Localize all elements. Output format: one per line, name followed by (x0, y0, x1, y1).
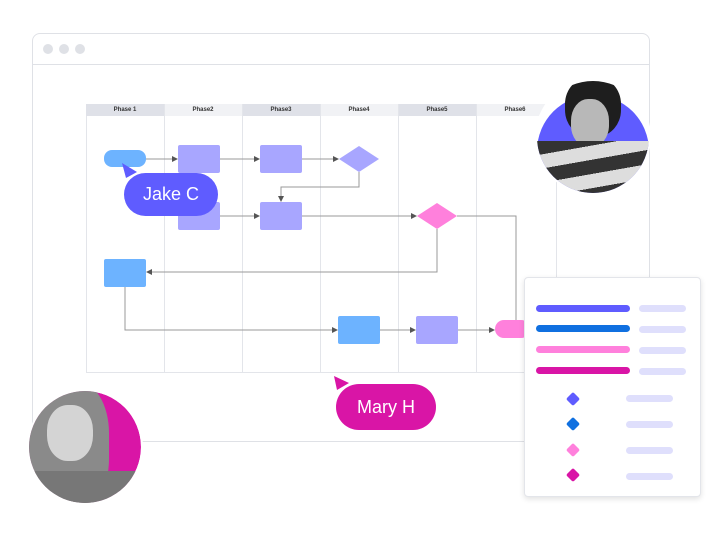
legend-line-blue (536, 325, 630, 332)
legend-placeholder (639, 347, 686, 354)
lane-divider (476, 104, 477, 372)
phase-header[interactable]: Phase 1 (86, 104, 164, 116)
collaborator-label-jake: Jake C (124, 173, 218, 216)
process-box (260, 145, 302, 173)
window-dot (75, 44, 85, 54)
jake-cursor-icon (122, 163, 137, 178)
legend-placeholder (639, 305, 686, 312)
collaborator-label-mary: Mary H (336, 384, 436, 430)
lane-divider (242, 104, 243, 372)
window-titlebar (33, 34, 649, 65)
legend-diamond-icon (565, 391, 581, 407)
legend-placeholder (626, 447, 673, 454)
window-dot (59, 44, 69, 54)
phase-header[interactable]: Phase6 (476, 104, 554, 116)
end-terminator (495, 320, 530, 338)
legend-line-purple (536, 305, 630, 312)
process-box (104, 259, 146, 287)
window-dot (43, 44, 53, 54)
swimlane-diagram (86, 104, 557, 373)
phase-header[interactable]: Phase5 (398, 104, 476, 116)
legend-diamond-icon (565, 467, 581, 483)
legend-line-pink (536, 346, 630, 353)
phase-header[interactable]: Phase2 (164, 104, 242, 116)
decision-diamond (339, 146, 379, 172)
mary-cursor-icon (334, 376, 349, 390)
avatar (535, 79, 651, 195)
legend-placeholder (626, 421, 673, 428)
legend-diamond-icon (565, 416, 581, 432)
phase-header[interactable]: Phase3 (242, 104, 320, 116)
legend-placeholder (626, 473, 673, 480)
legend-diamond-icon (565, 442, 581, 458)
avatar (27, 389, 143, 505)
legend-placeholder (639, 326, 686, 333)
lane-divider (398, 104, 399, 372)
phase-header[interactable]: Phase4 (320, 104, 398, 116)
process-box (260, 202, 302, 230)
process-box (178, 145, 220, 173)
lane-divider (164, 104, 165, 372)
decision-diamond (417, 203, 457, 229)
lane-divider (320, 104, 321, 372)
process-box (416, 316, 458, 344)
legend-panel (524, 277, 701, 497)
legend-placeholder (639, 368, 686, 375)
legend-placeholder (626, 395, 673, 402)
start-terminator (104, 150, 146, 167)
process-box (338, 316, 380, 344)
legend-line-magenta (536, 367, 630, 374)
